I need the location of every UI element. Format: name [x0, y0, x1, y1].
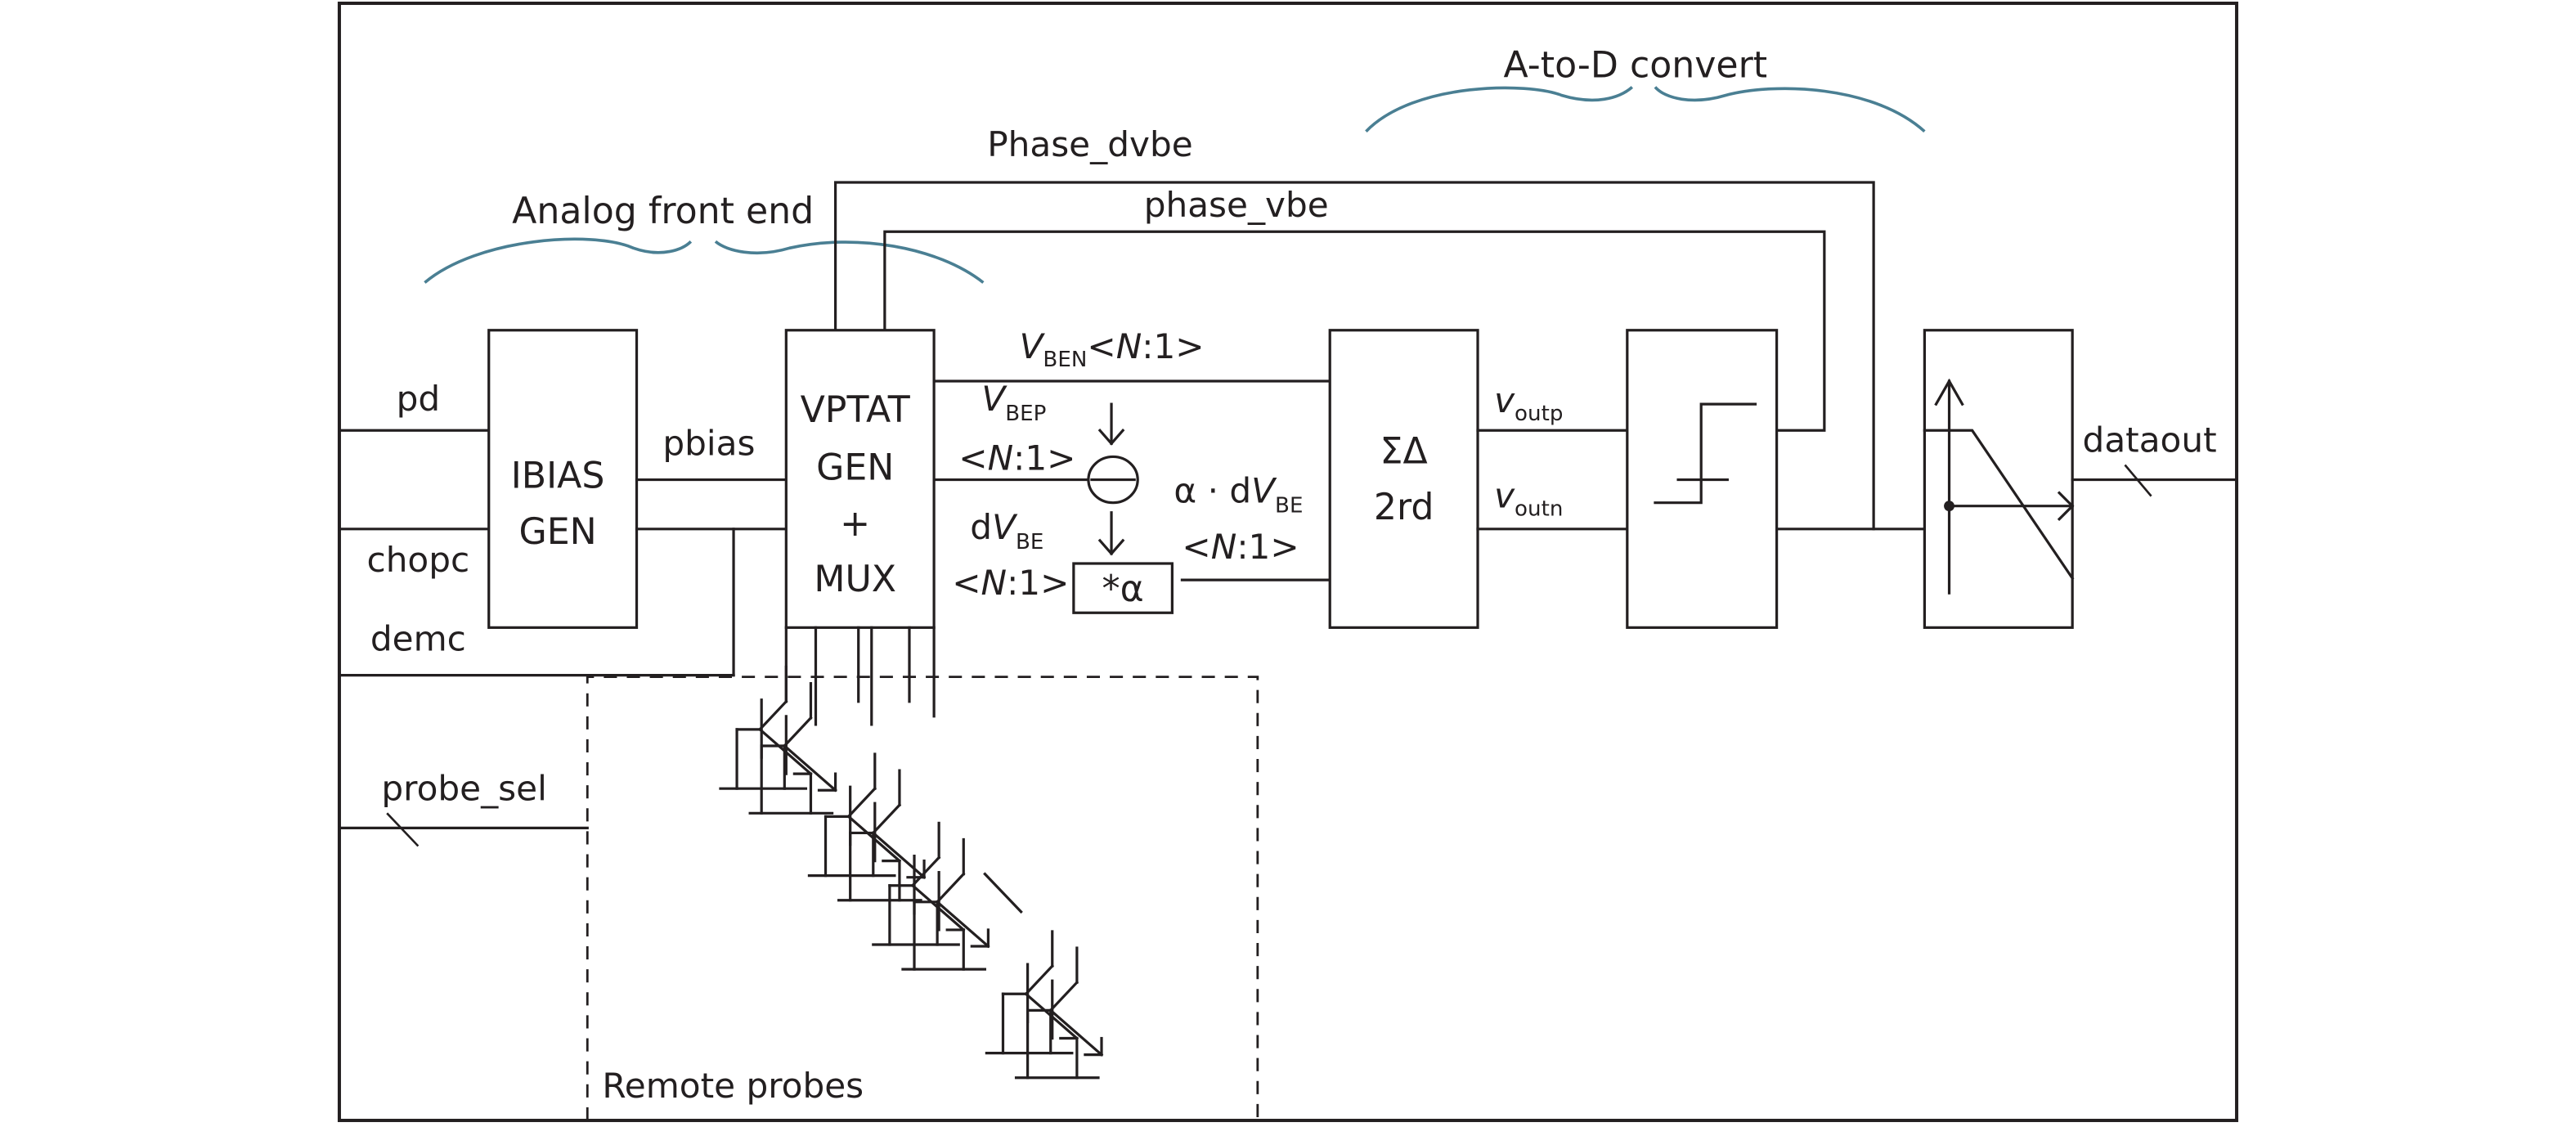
vbep-bus-label: <N:1> — [958, 438, 1075, 478]
bjt-collector — [846, 786, 877, 819]
ibias-gen-block[interactable]: IBIAS GEN — [487, 329, 639, 629]
analog-front-end-label: Analog front end — [512, 191, 814, 232]
remote-probe-1 — [719, 665, 837, 815]
bus-slash-icon — [2124, 464, 2152, 497]
alpha-scaler-label: *α — [1102, 568, 1144, 610]
bjt-collector — [1048, 980, 1079, 1013]
vben-label: VBEN<N:1> — [1020, 326, 1205, 372]
voutn-label: voutn — [1494, 476, 1563, 522]
bjt-emitter — [783, 743, 837, 792]
bjt-collector — [783, 716, 813, 748]
bjt-collector — [1024, 963, 1055, 996]
analog-front-end-brace — [424, 237, 985, 284]
ellipsis-icon — [983, 872, 1023, 914]
hysteresis-comparator-icon — [1654, 402, 1757, 505]
outer-frame — [337, 2, 2239, 1122]
sigma-delta-line2: 2rd — [1374, 487, 1434, 528]
bjt-collector — [910, 855, 941, 887]
ibias-line1: IBIAS — [511, 456, 605, 497]
vptat-gen-mux-block[interactable]: VPTAT GEN + MUX — [784, 329, 936, 629]
bjt-emitter — [1048, 1008, 1104, 1057]
bus-slash-icon — [386, 812, 420, 847]
dvbe-bus-label: <N:1> — [952, 563, 1069, 603]
pbias-label: pbias — [662, 423, 755, 463]
demc-label: demc — [370, 618, 466, 658]
ibias-line2: GEN — [519, 511, 597, 553]
chopc-label: chopc — [367, 540, 470, 580]
phase-vbe-label: phase_vbe — [1144, 185, 1329, 225]
vptat-line4: MUX — [814, 559, 896, 600]
adc-brace — [1365, 86, 1926, 133]
remote-probe-4 — [985, 930, 1104, 1080]
bjt-emitter — [871, 831, 927, 879]
subtractor — [1087, 402, 1139, 556]
pd-label: pd — [397, 379, 441, 419]
vptat-line2: GEN — [816, 447, 894, 489]
alpha-dvbe-label: α · dVBE — [1174, 471, 1303, 519]
dataout-label: dataout — [2083, 420, 2217, 460]
lowpass-filter-icon — [1923, 378, 2075, 595]
dvbe-label: dVBE — [970, 507, 1043, 555]
adc-label: A-to-D convert — [1504, 44, 1768, 86]
brace-icon — [424, 237, 985, 284]
sigma-delta-modulator-block[interactable]: ΣΔ 2rd — [1328, 329, 1479, 629]
vptat-line1: VPTAT — [801, 389, 911, 431]
vptat-line3: + — [840, 503, 870, 545]
alpha-scaler-block[interactable]: *α — [1072, 562, 1174, 614]
alpha-dvbe-bus-label: <N:1> — [1182, 527, 1299, 567]
sigma-delta-line1: ΣΔ — [1380, 430, 1428, 472]
phase-dvbe-wire — [833, 181, 1875, 531]
decimation-filter-block[interactable] — [1923, 329, 2075, 629]
vbep-label: VBEP — [981, 379, 1046, 426]
probe-transistors — [719, 665, 1104, 1080]
voutp-label: voutp — [1494, 380, 1563, 426]
comparator-block[interactable] — [1626, 329, 1779, 629]
remote-probes-boundary — [586, 676, 1259, 1120]
phase-vbe-wire — [883, 230, 1826, 432]
bjt-collector — [871, 803, 902, 835]
remote-probes-label: Remote probes — [602, 1066, 864, 1106]
bjt-collector — [935, 872, 966, 905]
probe-sel-label: probe_sel — [381, 768, 546, 808]
remote-probe-3 — [872, 821, 990, 971]
phase-dvbe-label: Phase_dvbe — [987, 124, 1192, 164]
bjt-emitter — [935, 900, 990, 949]
bjt-collector — [757, 699, 788, 732]
remote-probe-2 — [807, 752, 927, 902]
brace-icon — [1365, 86, 1926, 133]
